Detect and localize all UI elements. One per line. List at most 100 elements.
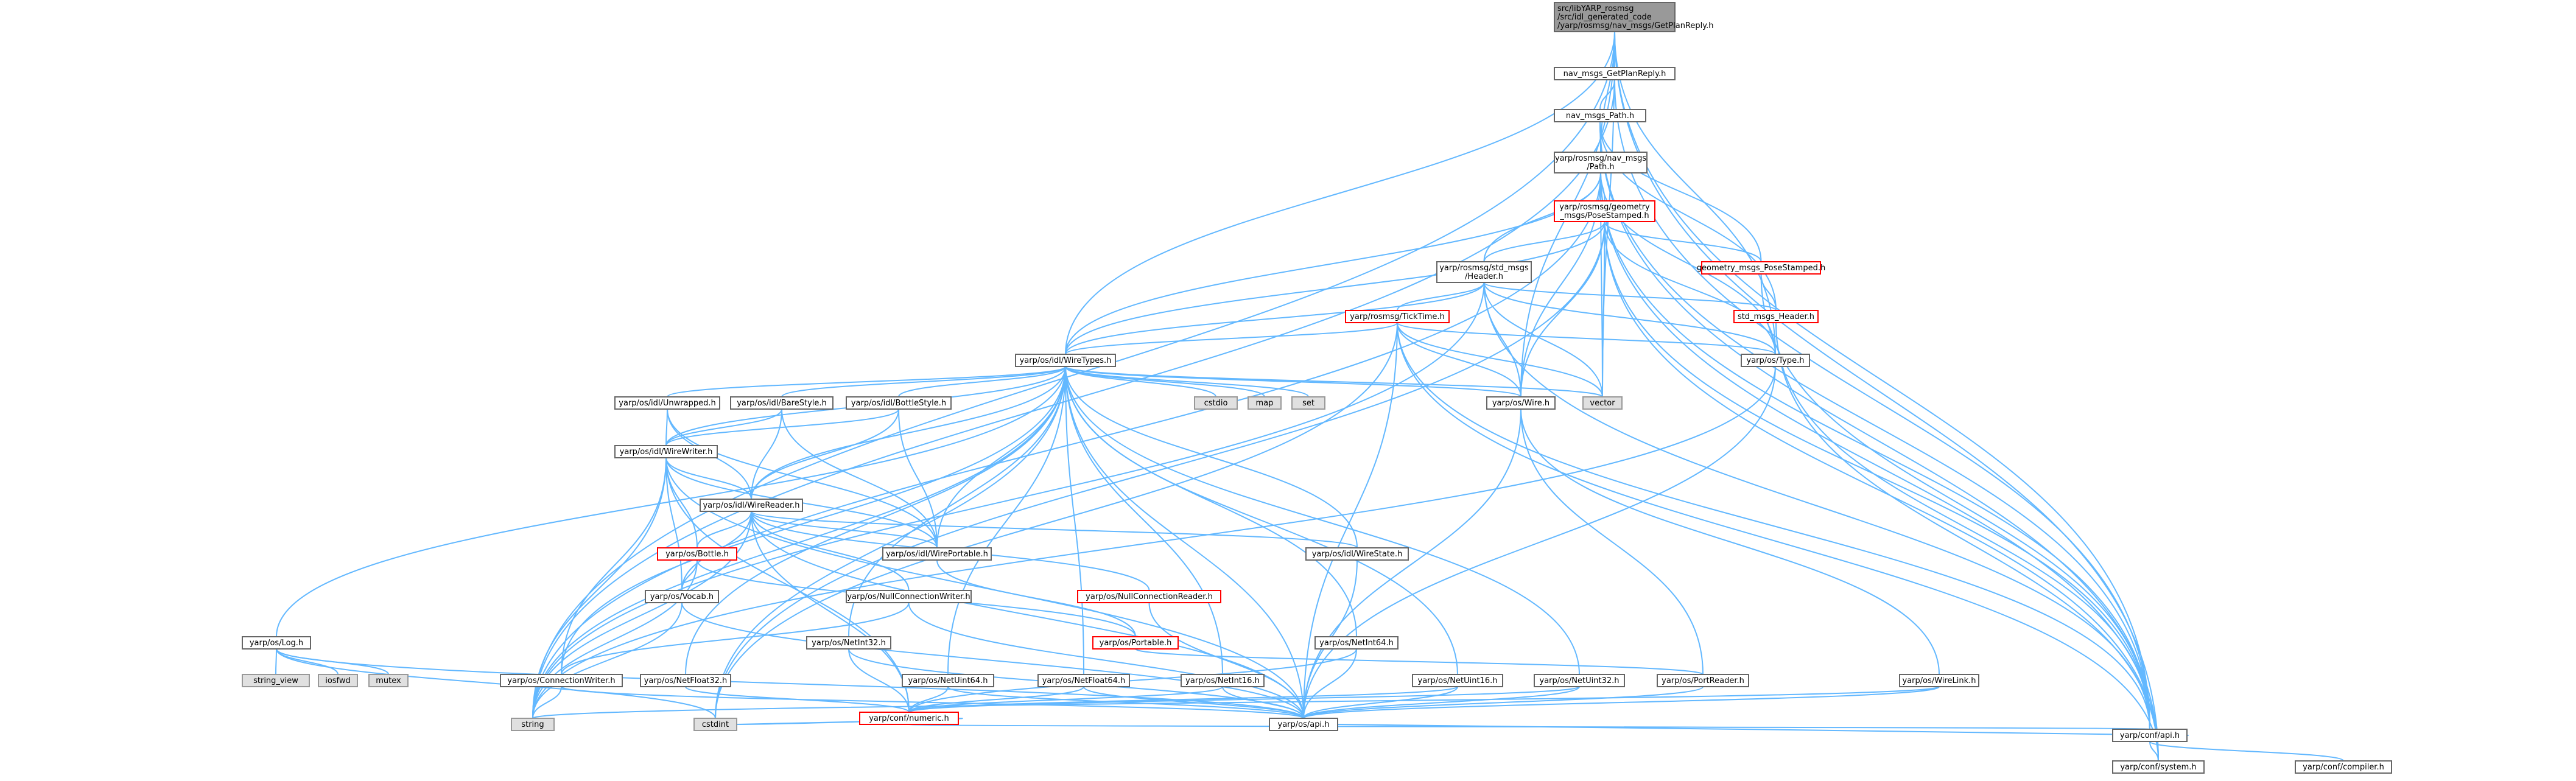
node-wirestate[interactable]: yarp/os/idl/WireState.h bbox=[1305, 547, 1409, 561]
node-box-portable bbox=[1092, 636, 1179, 650]
include-edge-std_header-to-vector bbox=[1483, 282, 1603, 398]
node-nav_path[interactable]: nav_msgs_Path.h bbox=[1554, 109, 1646, 122]
node-std_header[interactable]: yarp/rosmsg/std_msgs/Header.h bbox=[1436, 261, 1532, 283]
node-posestamped[interactable]: yarp/rosmsg/geometry_msgs/PoseStamped.h bbox=[1554, 200, 1655, 222]
node-label-netint16: yarp/os/NetInt16.h bbox=[1185, 676, 1260, 685]
node-label-log: yarp/os/Log.h bbox=[250, 639, 303, 648]
node-bottle[interactable]: yarp/os/Bottle.h bbox=[657, 547, 737, 561]
include-edge-std_msgs_header-to-conf_system bbox=[1775, 322, 2159, 762]
node-box-wireportable bbox=[882, 547, 992, 561]
include-edge-root-to-conf_api bbox=[1614, 31, 2150, 730]
node-nav_getplanreply[interactable]: nav_msgs_GetPlanReply.h bbox=[1554, 67, 1676, 80]
include-edge-type-to-string bbox=[532, 366, 1776, 719]
include-edge-barestyle-to-wireportable bbox=[781, 408, 938, 548]
include-edge-std_header-to-type bbox=[1483, 282, 1776, 355]
node-label-rosmsg_path: /Path.h bbox=[1587, 163, 1614, 172]
include-edge-std_msgs_header-to-conf_api bbox=[1775, 322, 2150, 730]
include-edge-wiretypes-to-wireportable bbox=[936, 366, 1066, 548]
node-netint64[interactable]: yarp/os/NetInt64.h bbox=[1314, 636, 1399, 650]
node-netint16[interactable]: yarp/os/NetInt16.h bbox=[1181, 674, 1265, 687]
node-netuint32[interactable]: yarp/os/NetUint32.h bbox=[1534, 674, 1625, 687]
node-box-nav_path bbox=[1554, 109, 1646, 122]
include-edge-nav_path-to-geom_posestamped bbox=[1599, 121, 1762, 262]
include-edge-type-to-api bbox=[1303, 366, 1776, 719]
node-type[interactable]: yarp/os/Type.h bbox=[1741, 354, 1810, 367]
node-label-std_header: /Header.h bbox=[1465, 272, 1503, 281]
node-barestyle[interactable]: yarp/os/idl/BareStyle.h bbox=[730, 396, 834, 410]
node-label-wire: yarp/os/Wire.h bbox=[1492, 399, 1549, 408]
node-box-wirestate bbox=[1305, 547, 1409, 561]
node-conf_compiler[interactable]: yarp/conf/compiler.h bbox=[2295, 760, 2392, 774]
node-netuint64[interactable]: yarp/os/NetUint64.h bbox=[902, 674, 994, 687]
node-bottlestyle[interactable]: yarp/os/idl/BottleStyle.h bbox=[846, 396, 952, 410]
node-log[interactable]: yarp/os/Log.h bbox=[242, 636, 311, 650]
include-edge-wiretypes-to-bottlestyle bbox=[898, 366, 1066, 398]
node-numeric[interactable]: yarp/conf/numeric.h bbox=[859, 712, 959, 725]
include-edge-log-to-cstdint bbox=[276, 648, 716, 719]
node-geom_posestamped[interactable]: geometry_msgs_PoseStamped.h bbox=[1697, 261, 1825, 275]
node-box-rosmsg_path bbox=[1554, 152, 1648, 173]
node-label-cstdio: cstdio bbox=[1204, 399, 1228, 408]
node-label-type: yarp/os/Type.h bbox=[1747, 356, 1805, 365]
node-conf_system[interactable]: yarp/conf/system.h bbox=[2112, 760, 2205, 774]
node-label-bottlestyle: yarp/os/idl/BottleStyle.h bbox=[851, 399, 946, 408]
node-box-wirelink bbox=[1899, 674, 1979, 687]
include-edge-portreader-to-api bbox=[1303, 686, 1704, 719]
node-box-vocab bbox=[645, 590, 719, 603]
include-edge-wirereader-to-wireportable bbox=[751, 511, 938, 548]
node-netuint16[interactable]: yarp/os/NetUint16.h bbox=[1412, 674, 1503, 687]
node-wireportable[interactable]: yarp/os/idl/WirePortable.h bbox=[882, 547, 992, 561]
include-edge-unwrapped-to-wireportable bbox=[667, 408, 938, 548]
include-edge-root-to-wiretypes bbox=[1065, 31, 1615, 355]
node-vocab[interactable]: yarp/os/Vocab.h bbox=[645, 590, 719, 603]
node-box-nav_getplanreply bbox=[1554, 67, 1676, 80]
include-edge-std_header-to-ticktime bbox=[1397, 282, 1485, 311]
node-ticktime[interactable]: yarp/rosmsg/TickTime.h bbox=[1345, 310, 1450, 323]
node-netfloat64[interactable]: yarp/os/NetFloat64.h bbox=[1037, 674, 1130, 687]
node-api[interactable]: yarp/os/api.h bbox=[1269, 718, 1338, 731]
node-wire[interactable]: yarp/os/Wire.h bbox=[1486, 396, 1556, 410]
include-edge-connwriter-to-string bbox=[532, 686, 562, 719]
node-conf_api[interactable]: yarp/conf/api.h bbox=[2112, 729, 2188, 742]
include-edge-wiretypes-to-wirestate bbox=[1065, 366, 1358, 548]
node-netint32[interactable]: yarp/os/NetInt32.h bbox=[806, 636, 891, 650]
node-label-wiretypes: yarp/os/idl/WireTypes.h bbox=[1020, 356, 1112, 365]
include-edge-wiretypes-to-barestyle bbox=[781, 366, 1066, 398]
node-rosmsg_path[interactable]: yarp/rosmsg/nav_msgs/Path.h bbox=[1554, 152, 1648, 173]
node-label-vocab: yarp/os/Vocab.h bbox=[650, 592, 714, 601]
node-label-conf_api: yarp/conf/api.h bbox=[2120, 731, 2180, 740]
node-box-set bbox=[1291, 396, 1325, 410]
node-label-string: string bbox=[521, 720, 544, 729]
node-label-nav_path: nav_msgs_Path.h bbox=[1566, 111, 1634, 121]
include-edge-conf_api-to-conf_compiler bbox=[2149, 741, 2344, 762]
node-box-root bbox=[1554, 2, 1676, 32]
node-label-portreader: yarp/os/PortReader.h bbox=[1662, 676, 1744, 685]
node-unwrapped[interactable]: yarp/os/idl/Unwrapped.h bbox=[614, 396, 720, 410]
node-nullconnreader[interactable]: yarp/os/NullConnectionReader.h bbox=[1077, 590, 1221, 603]
node-portreader[interactable]: yarp/os/PortReader.h bbox=[1657, 674, 1749, 687]
node-std_msgs_header[interactable]: std_msgs_Header.h bbox=[1733, 310, 1819, 323]
node-netfloat32[interactable]: yarp/os/NetFloat32.h bbox=[640, 674, 731, 687]
include-edge-posestamped-to-geom_posestamped bbox=[1604, 221, 1762, 262]
node-string_view: string_view bbox=[242, 674, 310, 687]
node-box-wiretypes bbox=[1015, 354, 1116, 367]
node-label-cstdint: cstdint bbox=[702, 720, 729, 729]
include-edge-posestamped-to-std_header bbox=[1483, 221, 1606, 262]
node-portable[interactable]: yarp/os/Portable.h bbox=[1092, 636, 1179, 650]
node-label-numeric: yarp/conf/numeric.h bbox=[869, 714, 949, 723]
node-wirereader[interactable]: yarp/os/idl/WireReader.h bbox=[700, 499, 803, 512]
include-edge-ticktime-to-conf_api bbox=[1397, 322, 2150, 730]
node-box-std_msgs_header bbox=[1733, 310, 1819, 323]
node-wirewriter[interactable]: yarp/os/idl/WireWriter.h bbox=[614, 445, 718, 458]
node-root[interactable]: src/libYARP_rosmsg/src/idl_generated_cod… bbox=[1554, 2, 1713, 32]
include-edge-std_header-to-wire bbox=[1483, 282, 1521, 398]
include-edge-wireportable-to-portable bbox=[936, 559, 1136, 637]
include-edge-rosmsg_path-to-string bbox=[532, 172, 1601, 719]
node-wiretypes[interactable]: yarp/os/idl/WireTypes.h bbox=[1015, 354, 1116, 367]
include-edge-bottlestyle-to-wireportable bbox=[898, 408, 938, 548]
node-label-connwriter: yarp/os/ConnectionWriter.h bbox=[507, 676, 615, 685]
node-wirelink[interactable]: yarp/os/WireLink.h bbox=[1899, 674, 1979, 687]
node-connwriter[interactable]: yarp/os/ConnectionWriter.h bbox=[500, 674, 623, 687]
node-nullconnwriter[interactable]: yarp/os/NullConnectionWriter.h bbox=[846, 590, 972, 603]
